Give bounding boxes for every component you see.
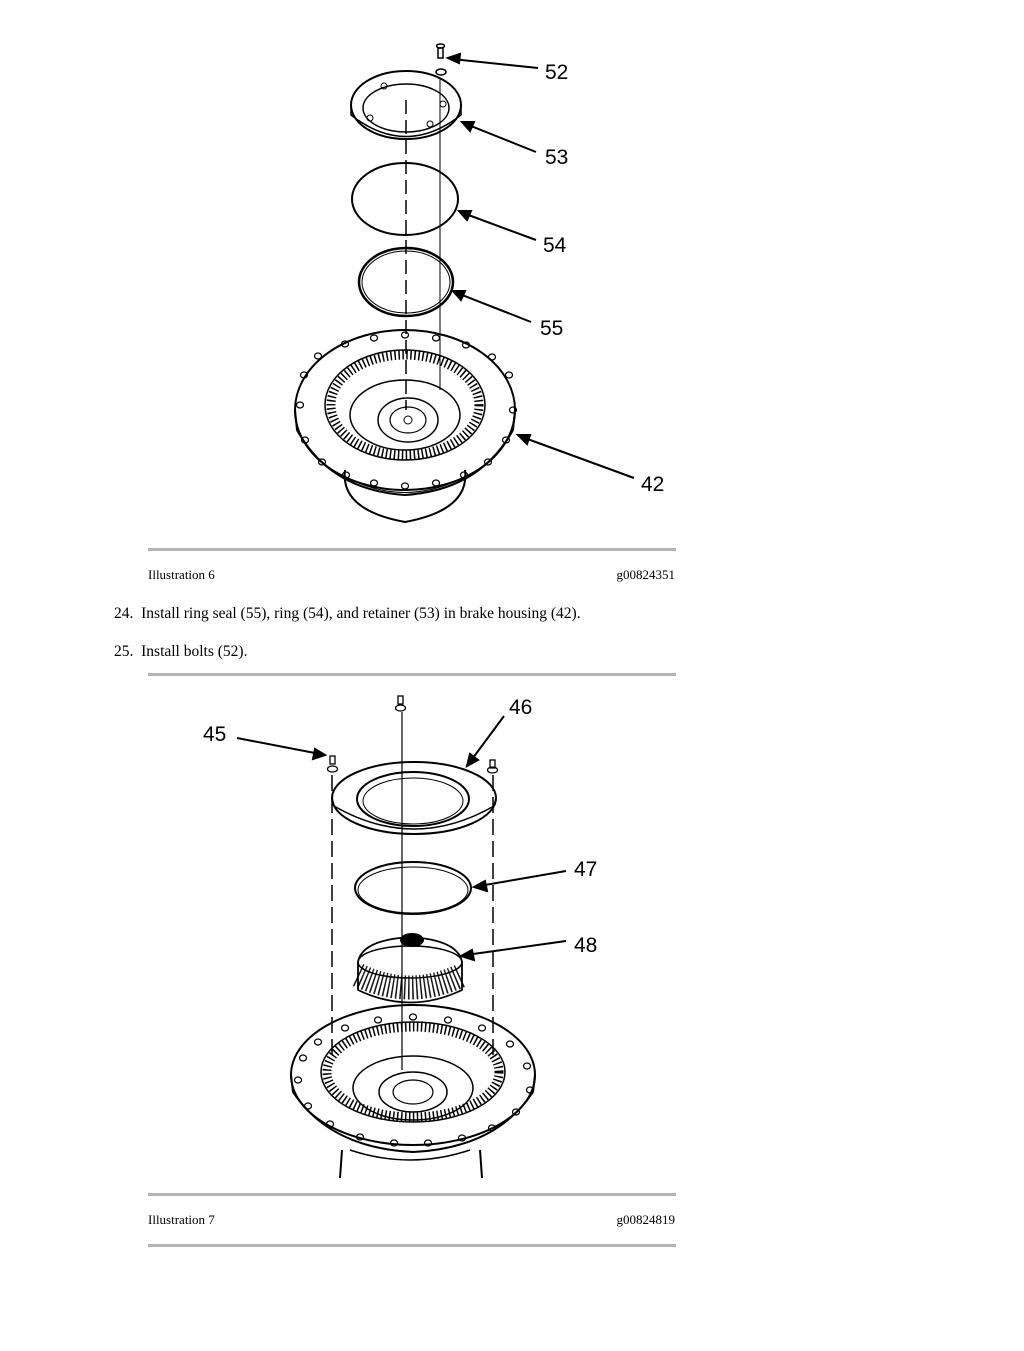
step-24: 24. Install ring seal (55), ring (54), a… [114,605,581,623]
callout-55: 55 [540,317,563,340]
divider [148,1244,676,1247]
callout-42: 42 [641,473,664,496]
piston-48 [352,933,468,1004]
ring-54 [351,162,459,236]
illustration-7-caption-id: g00824819 [616,1212,676,1227]
step-text: Install bolts (52). [141,643,248,660]
ring-47 [354,861,472,915]
retainer-46 [331,761,497,835]
callout-47: 47 [574,858,597,881]
callout-48: 48 [574,934,597,957]
illustration-7-caption-label: Illustration 7 [148,1212,215,1227]
callout-53: 53 [545,146,568,169]
illustration-6-caption-label: Illustration 6 [148,567,215,582]
illustration-6-drawing: 52 53 54 55 42 [294,43,664,524]
callout-54: 54 [543,234,567,257]
step-number: 25. [114,643,134,660]
leader-arrows [445,52,635,479]
divider [148,548,676,551]
step-25: 25. Install bolts (52). [114,643,247,661]
callout-46: 46 [509,696,532,719]
bolts-45 [326,695,499,774]
callout-52: 52 [545,61,568,84]
leader-arrows [236,715,567,962]
step-number: 24. [114,605,134,622]
callout-45: 45 [203,723,226,746]
illustration-6-caption-id: g00824351 [616,567,676,582]
illustration-7-drawing: 45 46 47 48 [203,695,597,1179]
divider [148,1193,676,1196]
bolt-52 [435,43,447,76]
brake-housing-42 [294,329,518,524]
divider [148,673,676,676]
step-text: Install ring seal (55), ring (54), and r… [141,605,581,622]
brake-housing [290,1004,536,1179]
